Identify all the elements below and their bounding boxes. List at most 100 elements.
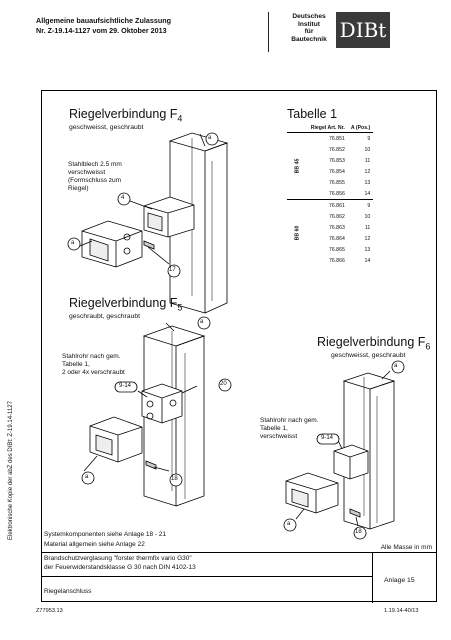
table1-header-a-unit: (Pos.) [355,125,371,131]
f4-title: Riegelverbindung F4 [69,107,182,124]
f5-note-line: Stahlrohr nach gem. [62,353,121,360]
table1-header-a: A (Pos.) [347,124,374,133]
f5-note-line: 2 oder 4x verschraubt [62,369,125,376]
dibt-logo: DIBt [336,12,390,48]
f4-callout-a-left-text: a [71,240,75,246]
side-copy-note: Elektronische Kopie der abZ des DIBt: Z-… [8,401,14,540]
header-number-line: Nr. Z-19.14-1127 vom 29. Oktober 2013 [36,26,167,35]
f5-callout-20 [218,378,232,392]
f4-callout-4 [117,192,131,206]
table-cell: 76.863 [328,224,345,231]
f4-callout-17 [167,264,181,278]
f5-callout-a-top [197,316,211,330]
table-cell: 11 [364,224,371,231]
f5-note-line: Tabelle 1, [62,361,90,368]
table-cell: 76.854 [328,168,345,175]
table-cell: 11 [364,157,371,164]
footer-material: Material allgemein siehe Anlage 22 [44,541,145,548]
table1-header-art-nr: Riegel Art. Nr. [307,124,348,133]
footer-product-line-2: der Feuerwiderstandsklasse G 30 nach DIN… [44,564,196,571]
f4-subtitle: geschweisst, geschraubt [69,124,144,131]
table1-group-header [287,124,308,133]
f4-callout-a-left [67,237,81,251]
table1-header-a-label: A [350,125,355,131]
table-cell: 76.851 [328,135,345,142]
table-cell: 76.865 [328,246,345,253]
footer-divider-top [42,552,436,553]
logo-text-line-3: für [304,28,314,36]
f6-callout-a-bottom [283,518,297,532]
table1: Riegel Art. Nr. A (Pos.) BB 45 76.851 9 76… [287,124,374,266]
f5-callout-a-bottom [81,471,95,485]
table-cell: 13 [364,246,371,253]
f6-note-line: Tabelle 1, [260,425,288,432]
table-cell: 76.852 [328,146,345,153]
f5-title-text: Riegelverbindung F [69,296,178,310]
f4-note-line: Riegel) [68,185,89,192]
table-row: 76.856 14 [287,188,373,200]
logo-divider [268,12,269,52]
f6-callout-18-text: 18 [355,529,362,535]
f5-callout-20-text: 20 [220,381,227,387]
f5-title: Riegelverbindung F5 [69,296,182,313]
table-cell: 76.866 [328,257,345,264]
f5-callout-9-14 [114,381,138,393]
f4-callout-17-text: 17 [169,267,176,273]
f5-subtitle: geschraubt, geschraubt [69,313,141,320]
f6-title: Riegelverbindung F6 [317,335,430,352]
f5-callout-9-14-text: 9-14 [119,383,132,389]
f6-callout-a-top [391,360,405,374]
f4-callout-4-text: 4 [121,195,125,201]
table-cell: 10 [364,146,371,153]
table-cell: 76.856 [328,190,345,197]
logo-text-line-1: Deutsches [292,13,326,20]
footer-dimensions: Alle Masse in mm [380,544,432,551]
table-cell: 14 [364,190,371,197]
table1-title: Tabelle 1 [287,107,338,121]
footer-divider-vertical [372,552,373,603]
table-row: 76.865 13 [287,244,373,255]
header-approval-line: Allgemeine bauaufsichtliche Zulassung [36,16,171,25]
f4-note-line: Stahlblech 2.5 mm [68,161,122,168]
table-cell: 76.862 [328,213,345,220]
table-cell: 13 [364,179,371,186]
table-cell: 9 [367,135,371,142]
doc-code-right: 1.19.14-40/13 [384,608,419,614]
f4-title-index: 4 [177,113,183,124]
f6-note-line: Stahlrohr nach gem. [260,417,319,424]
f6-callout-18 [353,526,367,540]
f6-callout-9-14 [316,433,340,445]
table1-group-bb45: BB 45 [287,133,308,200]
f4-drawing [67,132,405,540]
table-row: 76.866 14 [287,255,373,266]
table-row: 76.863 11 [287,222,373,233]
table1-header-row: Riegel Art. Nr. A (Pos.) [287,124,374,133]
f5-callout-18-text: 18 [171,476,178,482]
f6-note-line: verschweisst [260,433,298,440]
f5-title-index: 5 [177,302,183,313]
f4-callout-a-top [205,132,219,146]
f4-callout-a-top-text: a [208,135,212,141]
f4-note-line: (Formschluss zum [68,177,122,184]
f6-title-index: 6 [425,341,431,352]
footer-components: Systemkomponenten siehe Anlage 18 - 21 [44,531,167,538]
f6-callout-9-14-text: 9-14 [321,435,334,441]
f5-callout-a-top-text: a [200,319,204,325]
table-cell: 14 [364,257,371,264]
f6-subtitle: geschweisst, geschraubt [331,352,406,359]
f6-title-text: Riegelverbindung F [317,335,426,349]
f4-note-line: verschweisst [68,169,106,176]
footer-divider-mid [42,576,372,577]
f6-callout-a-top-text: a [394,363,398,369]
footer-product-line-1: Brandschutzverglasung "forster thermfix … [44,555,192,562]
footer-anlage: Anlage 15 [384,577,415,584]
f6-note: Stahlrohr nach gem. Tabelle 1, verschwei… [260,417,319,441]
drawing-frame: Riegelverbindung F4 geschweisst, geschra… [41,90,437,603]
